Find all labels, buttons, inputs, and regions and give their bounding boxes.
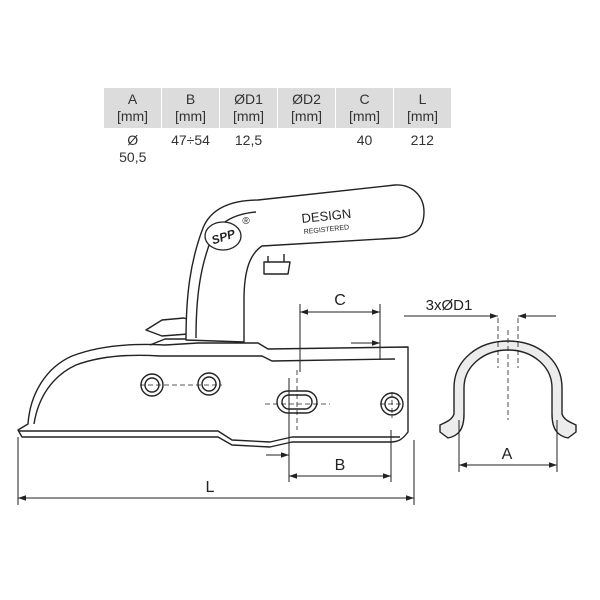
dimension-b	[266, 378, 392, 482]
spp-logo: SPP ®	[204, 216, 250, 251]
spec-header-d1: ØD1[mm]	[219, 88, 278, 128]
value-line: 50,5	[119, 149, 147, 165]
dimension-d1-label: 3xØD1	[426, 297, 473, 314]
release-button	[263, 261, 291, 275]
dimension-b-label: B	[335, 457, 346, 474]
spec-header-c: C[mm]	[335, 88, 394, 128]
header-code: C	[359, 91, 370, 107]
spec-table: A[mm] B[mm] ØD1[mm] ØD2[mm] C[mm] L[mm] …	[104, 88, 451, 180]
design-label: DESIGN	[301, 206, 352, 226]
coupling-side-view	[17, 184, 425, 448]
header-unit: [mm]	[174, 108, 207, 124]
header-unit: [mm]	[290, 108, 323, 124]
spec-header-row: A[mm] B[mm] ØD1[mm] ØD2[mm] C[mm] L[mm]	[104, 88, 451, 128]
header-code: A	[127, 91, 138, 107]
dimension-a-label: A	[502, 446, 513, 463]
dimension-c-label: C	[334, 292, 346, 309]
cross-section-view	[439, 340, 577, 439]
mounting-hole-inner	[201, 376, 217, 392]
header-code: ØD2	[292, 91, 321, 107]
spec-header-a: A[mm]	[104, 88, 162, 128]
header-code: B	[185, 91, 196, 107]
header-code: ØD1	[234, 91, 263, 107]
value-line: 47÷54	[171, 132, 210, 148]
dimension-l-label: L	[206, 479, 215, 496]
registered-mark: ®	[242, 216, 250, 227]
coupling-body-inner	[33, 354, 396, 425]
value-line: 40	[356, 132, 373, 148]
cross-section-profile	[439, 340, 577, 439]
bottom-plate	[18, 430, 400, 443]
header-code: L	[418, 91, 427, 107]
spec-value-l: 212	[394, 128, 452, 180]
centre-lines	[140, 370, 404, 430]
spec-header-l: L[mm]	[393, 88, 451, 128]
header-unit: [mm]	[116, 108, 149, 124]
spec-value-d1: 12,5	[220, 128, 278, 180]
dimension-l	[17, 437, 415, 505]
mounting-hole	[197, 372, 221, 396]
header-unit: [mm]	[232, 108, 265, 124]
header-unit: [mm]	[348, 108, 381, 124]
release-button-top	[267, 254, 285, 262]
dimension-c	[299, 304, 381, 372]
coupling-body	[17, 342, 409, 448]
logo-oval	[204, 221, 242, 251]
dimension-a	[458, 420, 558, 472]
handle-lever	[185, 184, 425, 343]
header-unit: [mm]	[406, 108, 439, 124]
spec-value-c: 40	[336, 128, 394, 180]
spec-header-d2: ØD2[mm]	[277, 88, 336, 128]
value-line: Ø	[127, 132, 139, 148]
cross-section-centre-lines	[497, 318, 519, 420]
spec-value-b: 47÷54	[162, 128, 220, 180]
registered-label: REGISTERED	[303, 224, 349, 236]
spec-header-b: B[mm]	[161, 88, 220, 128]
value-line: 212	[410, 132, 434, 148]
value-line: 12,5	[234, 132, 263, 148]
